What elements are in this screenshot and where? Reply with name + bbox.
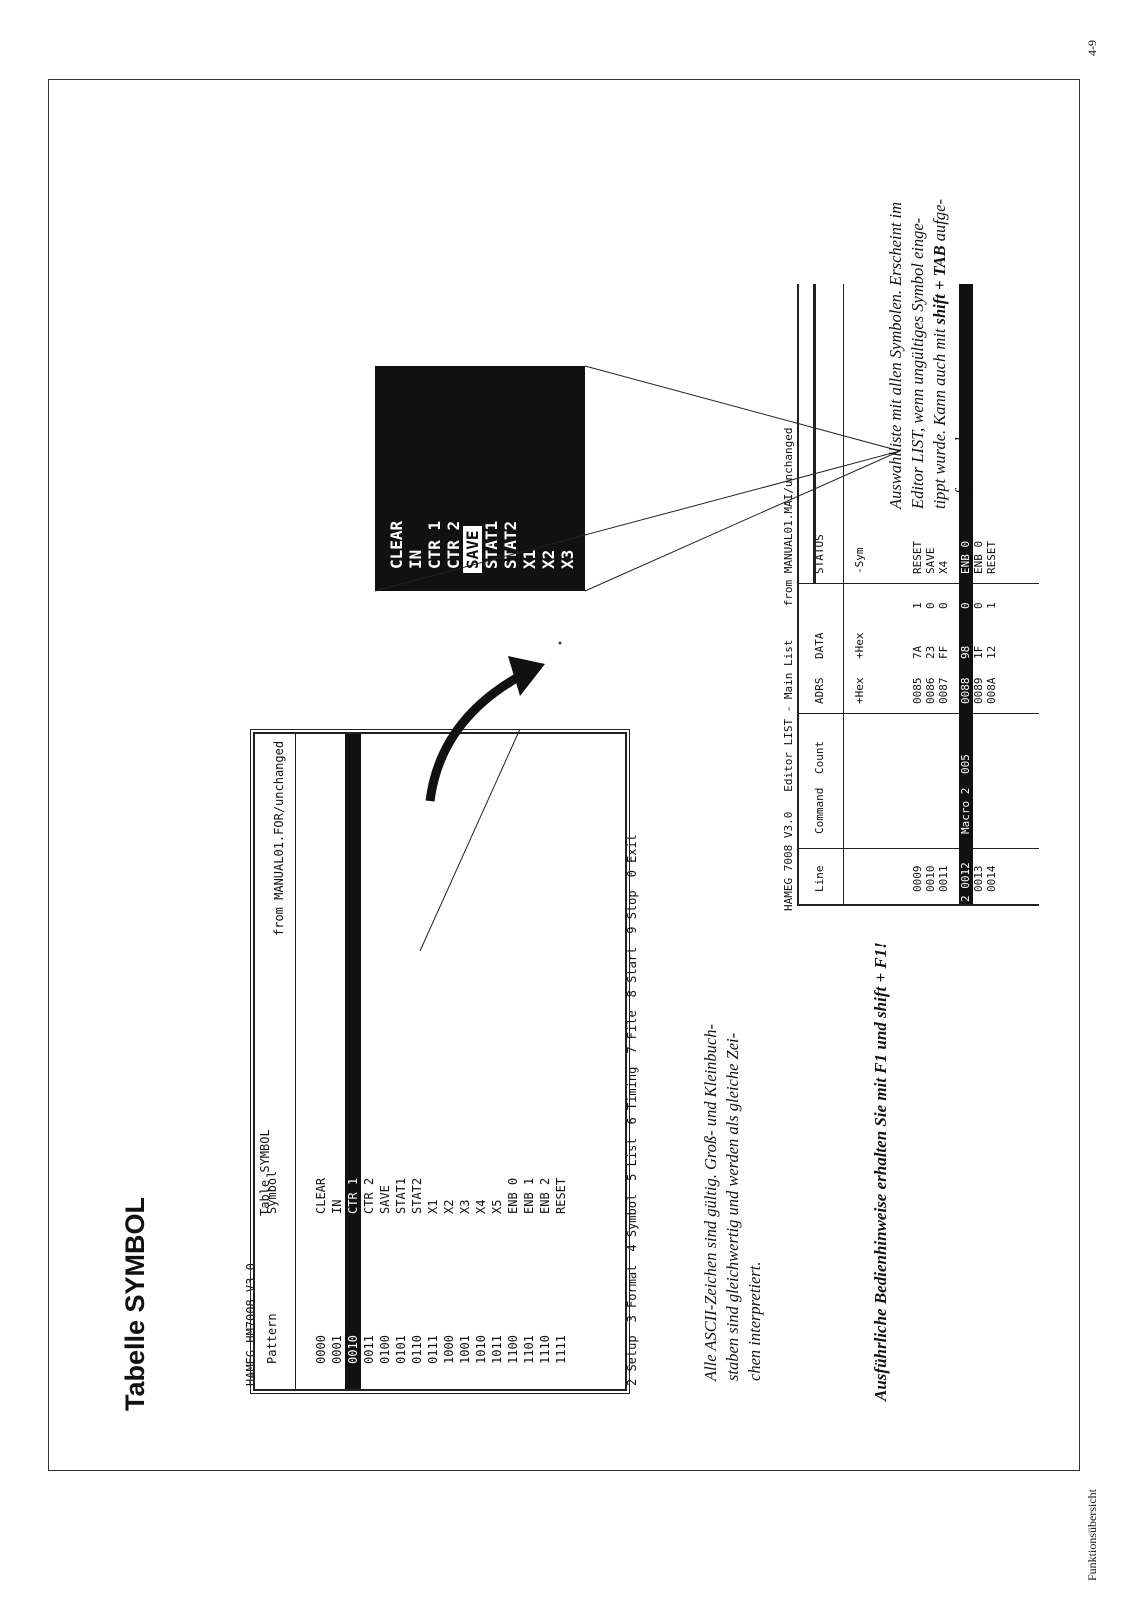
note-line: rufen werden.: [952, 417, 971, 509]
note-text: aufge-: [930, 199, 949, 246]
arrow-head-icon: [508, 656, 545, 696]
arrow-shaft: [425, 672, 523, 802]
callout-line: [419, 728, 521, 952]
note-key: shift + TAB: [930, 245, 949, 325]
note-line: staben sind gleichwertig und werden als …: [723, 1032, 742, 1381]
callout-line: [374, 450, 901, 592]
footer-right: 4-9: [1085, 40, 1099, 56]
note-text: tippt wurde. Kann auch mit: [930, 324, 949, 509]
callout-line: [584, 365, 901, 452]
help-note: Ausführliche Bedienhinweise erhalten Sie…: [871, 942, 890, 1401]
note-line: Alle ASCII-Zeichen sind gültig. Groß- un…: [701, 1024, 720, 1381]
ascii-note: Alle ASCII-Zeichen sind gültig. Groß- un…: [700, 1024, 766, 1381]
callout-line: [584, 450, 901, 592]
note-line: tippt wurde. Kann auch mit shift + TAB a…: [929, 199, 951, 509]
popup-note: Auswahlliste mit allen Symbolen. Erschei…: [885, 199, 973, 509]
note-line: Auswahlliste mit allen Symbolen. Erschei…: [886, 201, 905, 509]
note-line: chen interpretiert.: [745, 1261, 764, 1381]
note-line: Editor LIST, wenn ungültiges Symbol eing…: [908, 217, 927, 509]
footer-left: Funktionsübersicht: [1085, 1489, 1099, 1581]
dot: [558, 641, 562, 645]
